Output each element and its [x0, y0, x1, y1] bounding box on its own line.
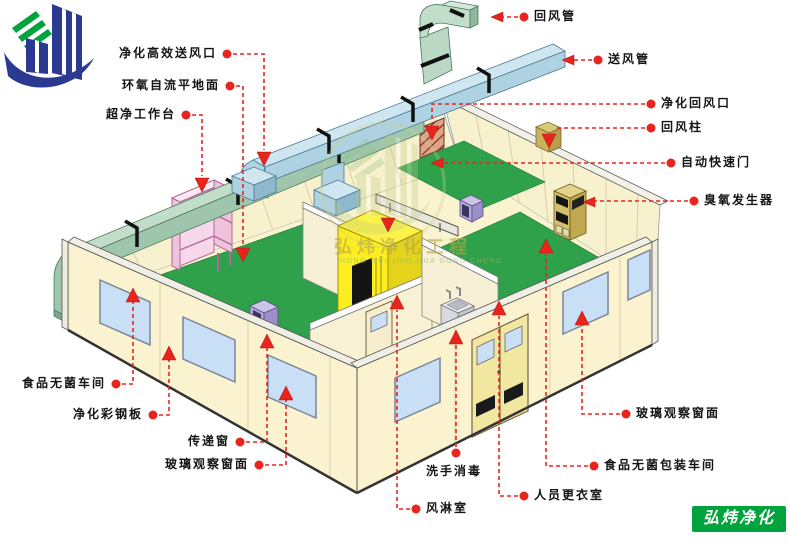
label-staff-changing-room: 人员更衣室 [534, 488, 605, 502]
label-epoxy-self-leveling-floor: 环氧自流平地面 [121, 78, 220, 92]
label-glass-observation-window-left: 玻璃观察窗面 [164, 457, 249, 471]
watermark-text-cn: 弘炜净化工程 [334, 237, 472, 257]
company-logo [4, 4, 94, 88]
label-automatic-rapid-door: 自动快速门 [681, 155, 752, 169]
ozone-generator-cabinet [553, 183, 587, 241]
transfer-window-box-right [459, 194, 484, 223]
airflow-arrow [380, 217, 396, 233]
label-food-sterile-workshop: 食品无菌车间 [21, 376, 106, 390]
observation-window [627, 248, 651, 302]
hepa-supply-diffuser-center [312, 179, 362, 217]
label-food-sterile-packaging-workshop: 食品无菌包装车间 [604, 458, 717, 472]
watermark-logo-ghost [319, 121, 447, 249]
label-hepa-supply-air-vent: 净化高效送风口 [118, 46, 217, 60]
label-purified-return-air-vent: 净化回风口 [661, 96, 732, 110]
logo-swoosh [4, 52, 94, 88]
label-ozone-generator: 臭氧发生器 [704, 193, 775, 207]
air-shower-room-box [336, 209, 424, 333]
company-logo-banner: 弘炜净化 [692, 506, 786, 532]
leader-lines [122, 16, 688, 510]
label-hand-wash-disinfection: 洗手消毒 [426, 464, 483, 478]
supply-air-duct-run [230, 43, 566, 217]
front-right-wall [350, 236, 659, 495]
partition-wall-left [302, 201, 346, 299]
observation-window [394, 356, 441, 424]
label-return-air-column: 回风柱 [661, 120, 704, 134]
observation-window [267, 353, 317, 420]
leader-arrows [125, 11, 596, 401]
label-purified-color-steel-panel: 净化彩钢板 [72, 407, 143, 421]
double-door [471, 313, 529, 438]
observation-window [182, 315, 236, 384]
interior-door-window [370, 310, 388, 333]
leader-dots [111, 12, 699, 514]
label-transfer-window: 传递窗 [187, 434, 230, 448]
automatic-rapid-door-rail [375, 193, 459, 237]
observation-window [562, 270, 609, 336]
label-return-air-duct: 回风管 [534, 9, 577, 23]
label-clean-bench: 超净工作台 [105, 107, 176, 121]
label-air-shower-room: 风淋室 [426, 501, 469, 515]
watermark-text-en: HONG WEI JING HUA GONG CHENG [340, 258, 503, 265]
front-left-wall [61, 236, 364, 495]
label-glass-observation-window-right: 玻璃观察窗面 [636, 406, 721, 420]
label-supply-air-duct: 送风管 [608, 52, 651, 66]
